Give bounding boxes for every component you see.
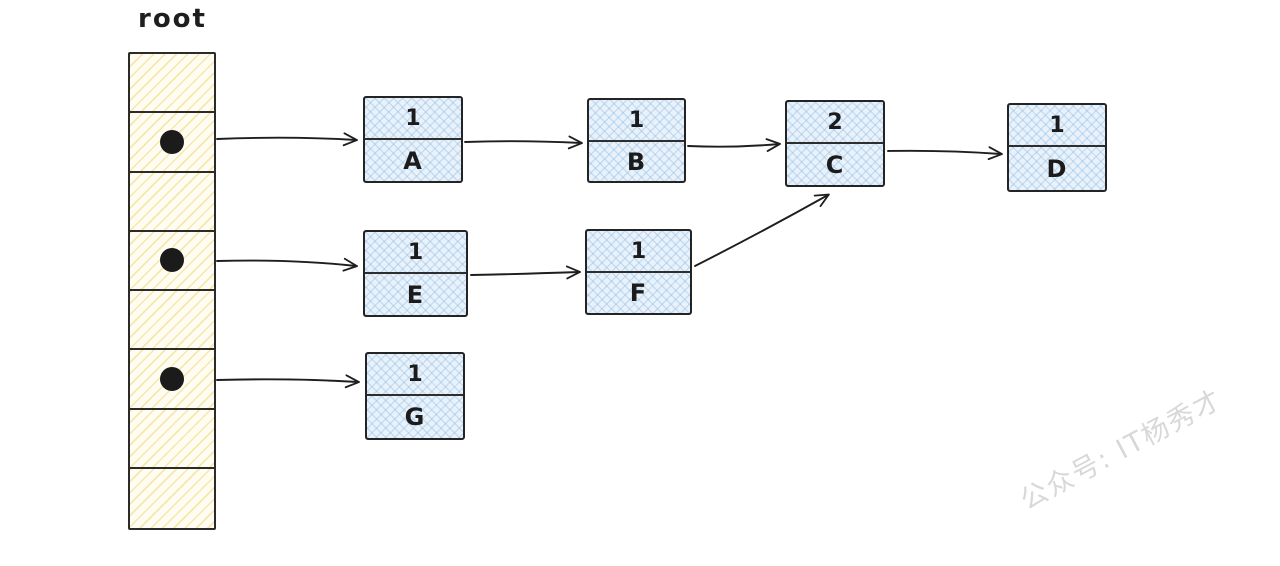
node-D-count: 1 — [1009, 105, 1105, 147]
node-B: 1 B — [587, 98, 686, 183]
node-A: 1 A — [363, 96, 463, 183]
arrow-root-to-G — [216, 374, 360, 389]
pointer-dot — [160, 248, 184, 273]
root-label: root — [138, 4, 207, 34]
array-cell-1 — [130, 113, 214, 173]
watermark-text: 公众号: IT杨秀才 — [1015, 383, 1228, 516]
array-cell-6 — [130, 409, 214, 469]
node-F-count: 1 — [587, 231, 690, 273]
node-E-count: 1 — [365, 232, 466, 274]
arrow-C-to-D — [887, 146, 1003, 161]
array-cell-2 — [130, 172, 214, 232]
pointer-dot — [160, 366, 184, 391]
node-A-label: A — [403, 146, 423, 175]
pointer-dot — [160, 129, 184, 154]
node-B-count: 1 — [589, 100, 684, 142]
node-C-count: 2 — [787, 102, 883, 144]
node-D-label: D — [1046, 154, 1068, 183]
array-cell-3 — [130, 231, 214, 291]
array-cell-0 — [130, 54, 214, 114]
arrow-F-to-C — [694, 193, 830, 267]
node-C: 2 C — [785, 100, 885, 187]
node-G-label: G — [404, 403, 426, 431]
node-E-label: E — [406, 280, 425, 309]
node-G-count: 1 — [367, 354, 463, 396]
arrow-E-to-F — [470, 265, 581, 280]
arrow-B-to-C — [687, 138, 781, 152]
arrow-root-to-A — [216, 132, 358, 147]
arrow-root-to-E — [216, 257, 358, 272]
node-E: 1 E — [363, 230, 468, 317]
node-F: 1 F — [585, 229, 692, 315]
root-array — [128, 52, 216, 530]
node-F-label: F — [629, 279, 648, 307]
node-B-label: B — [626, 147, 647, 176]
node-A-count: 1 — [365, 98, 461, 140]
arrow-A-to-B — [464, 135, 583, 150]
node-C-label: C — [825, 150, 845, 179]
array-cell-5 — [130, 350, 214, 410]
node-D: 1 D — [1007, 103, 1107, 192]
array-cell-7 — [130, 468, 214, 528]
array-cell-4 — [130, 291, 214, 351]
node-G: 1 G — [365, 352, 465, 440]
